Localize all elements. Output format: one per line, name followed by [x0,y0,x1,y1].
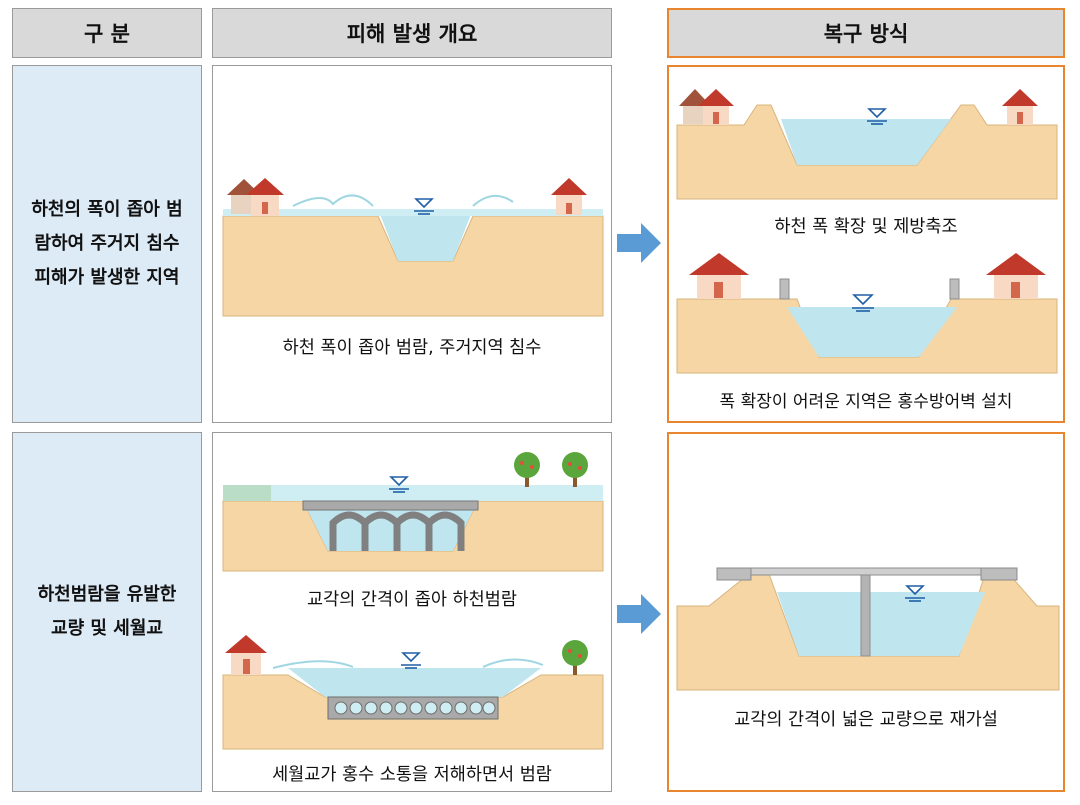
row2-category-label: 하천범람을 유발한 교량 및 세월교 [37,584,177,639]
row1-damage-caption: 하천 폭이 좁아 범람, 주거지역 침수 [282,338,542,358]
water-level-icon [389,476,409,493]
row1-recovery-illustration-bottom [676,253,1058,374]
water-level-icon [905,585,925,602]
house-icon [986,253,1046,299]
row1-recovery-illustration-top [676,89,1058,200]
arrow-right-icon [617,223,661,263]
row2-damage-caption-2: 세월교가 홍수 소통을 저해하면서 범람 [272,765,552,785]
row1-recovery-caption-1: 하천 폭 확장 및 제방축조 [774,217,958,237]
house-icon [551,178,587,215]
row2-damage-caption-1: 교각의 간격이 좁아 하천범람 [307,590,517,610]
row2-recovery-caption: 교각의 간격이 넓은 교량으로 재가설 [734,710,998,730]
house-icon [246,178,284,216]
row1-damage-panel: 하천 폭이 좁아 범람, 주거지역 침수 [212,65,612,423]
header-damage: 피해 발생 개요 [212,8,612,58]
house-icon [1002,89,1038,125]
header-recovery: 복구 방식 [667,8,1065,58]
water-level-icon [414,198,434,215]
row1-damage-illustration [222,178,604,317]
row2-damage-illustration-bottom [222,635,604,750]
row2-category: 하천범람을 유발한 교량 및 세월교 [12,432,202,792]
row1-category-label: 하천의 폭이 좁아 범람하여 주거지 침수피해가 발생한 지역 [31,199,183,288]
row1-recovery-panel: 하천 폭 확장 및 제방축조 폭 확장이 어려운 지역은 홍수방어벽 설치 [667,65,1065,423]
header-category: 구 분 [12,8,202,58]
row1-category: 하천의 폭이 좁아 범람하여 주거지 침수피해가 발생한 지역 [12,65,202,423]
house-icon [698,89,734,125]
tree-icon [562,452,588,487]
row2-damage-panel: 교각의 간격이 좁아 하천범람 세월교가 홍수 소통을 저해하면서 범람 [212,432,612,792]
tree-icon [514,452,540,487]
header-damage-label: 피해 발생 개요 [346,22,478,46]
water-level-icon [852,294,874,312]
house-icon [225,635,267,675]
arrow-right-icon [617,594,661,634]
house-icon [689,253,749,299]
row1-recovery-caption-2: 폭 확장이 어려운 지역은 홍수방어벽 설치 [719,392,1013,412]
header-recovery-label: 복구 방식 [823,22,909,46]
bridge-piers [329,511,465,551]
water-level-icon [401,652,421,669]
tree-icon [562,640,588,675]
header-category-label: 구 분 [84,22,130,46]
row2-recovery-panel: 교각의 간격이 넓은 교량으로 재가설 [667,432,1065,792]
culvert-holes [334,701,496,715]
water-level-icon [867,108,887,125]
row2-damage-illustration-top [222,452,604,572]
row2-recovery-illustration [676,567,1060,691]
